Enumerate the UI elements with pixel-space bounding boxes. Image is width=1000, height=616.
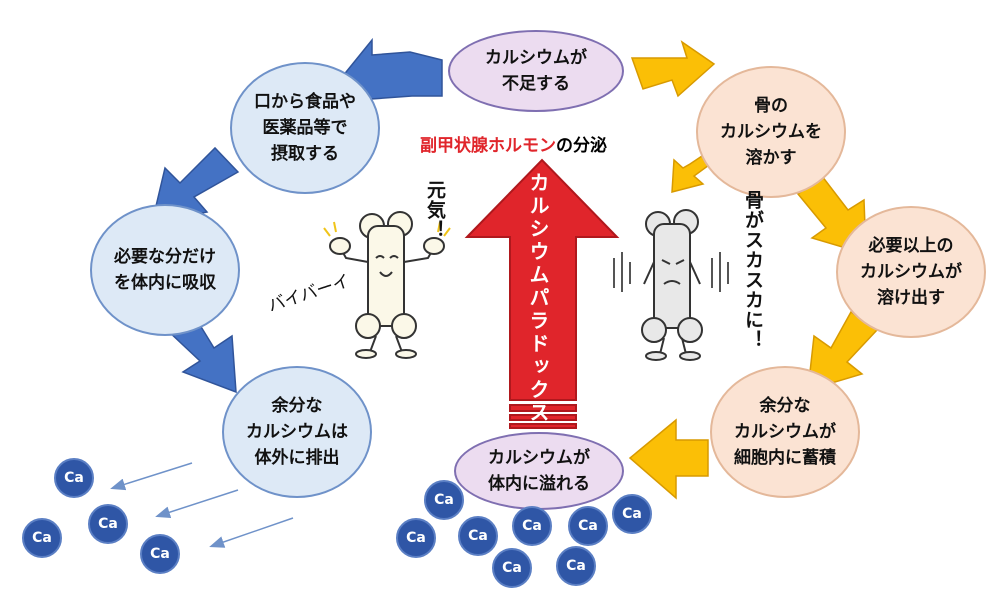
thin-arrow-3 bbox=[209, 517, 294, 548]
ca-ball: Ca bbox=[492, 548, 532, 588]
ca-ball: Ca bbox=[396, 518, 436, 558]
ca-ball: Ca bbox=[88, 504, 128, 544]
thin-arrow-2 bbox=[155, 489, 239, 518]
ca-ball: Ca bbox=[424, 480, 464, 520]
calcium-paradox-label: カルシウムパラドックス bbox=[526, 172, 550, 425]
ca-ball: Ca bbox=[140, 534, 180, 574]
node-calcium-insufficient: カルシウムが 不足する bbox=[448, 30, 624, 112]
sad-bone-character bbox=[641, 209, 703, 361]
ca-ball: Ca bbox=[54, 458, 94, 498]
hormone-label: 副甲状腺ホルモンの分泌 bbox=[420, 136, 607, 156]
genki-label: 元気！ bbox=[424, 180, 446, 240]
orange-arrow-1 bbox=[630, 40, 716, 98]
ca-ball: Ca bbox=[556, 546, 596, 586]
shake-lines bbox=[613, 252, 729, 292]
ca-ball: Ca bbox=[568, 506, 608, 546]
orange-arrow-5 bbox=[628, 418, 709, 500]
node-accumulate: 余分な カルシウムが 細胞内に蓄積 bbox=[710, 366, 860, 498]
node-dissolve-bone: 骨の カルシウムを 溶かす bbox=[696, 66, 846, 198]
ca-ball: Ca bbox=[512, 506, 552, 546]
node-excrete: 余分な カルシウムは 体外に排出 bbox=[222, 366, 372, 498]
node-overflow: カルシウムが 体内に溢れる bbox=[454, 432, 624, 510]
node-excess-out: 必要以上の カルシウムが 溶け出す bbox=[836, 206, 986, 338]
ca-ball: Ca bbox=[22, 518, 62, 558]
thin-arrow-1 bbox=[110, 462, 193, 491]
node-intake: 口から食品や 医薬品等で 摂取する bbox=[230, 62, 380, 194]
node-absorb: 必要な分だけ を体内に吸収 bbox=[90, 204, 240, 336]
ca-ball: Ca bbox=[612, 494, 652, 534]
happy-bone-character bbox=[329, 211, 445, 359]
ca-ball: Ca bbox=[458, 516, 498, 556]
sukasuka-label: 骨がスカスカに！ bbox=[742, 190, 764, 350]
red-big-arrow bbox=[464, 158, 620, 429]
orange-arrow-4 bbox=[807, 310, 879, 392]
